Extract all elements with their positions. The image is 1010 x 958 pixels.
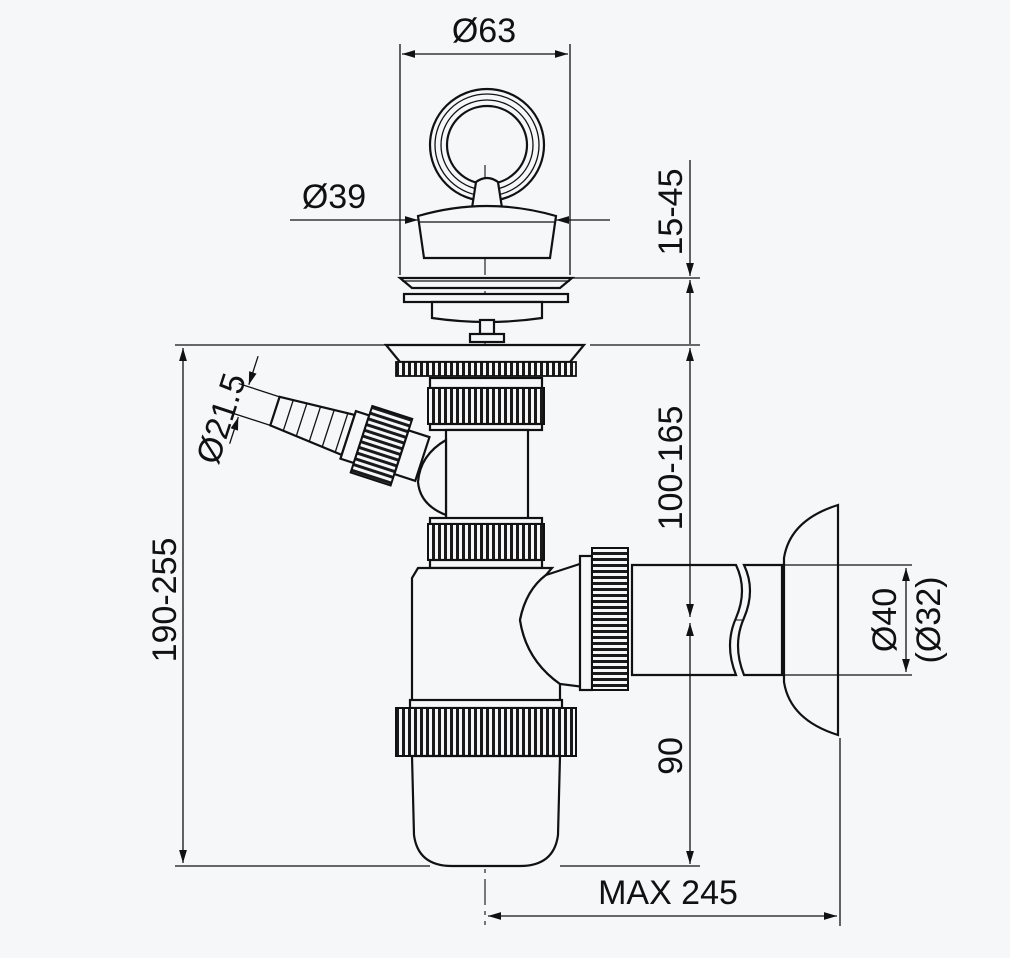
trap-body	[410, 558, 594, 710]
label-d63: Ø63	[452, 12, 516, 50]
stopper-plug	[416, 87, 558, 260]
middle-nut	[427, 516, 545, 570]
upper-nut	[427, 376, 545, 432]
label-max-245: MAX 245	[598, 874, 738, 912]
wall-rosette	[782, 503, 840, 737]
strainer-flange	[396, 276, 576, 344]
dimension-lines	[175, 44, 912, 926]
side-hose-inlet	[268, 395, 431, 487]
vertical-tube	[416, 428, 530, 524]
label-d40: Ø40	[866, 588, 904, 652]
label-190-255: 190-255	[146, 538, 184, 663]
label-15-45: 15-45	[652, 169, 690, 256]
bottom-cup	[410, 754, 562, 868]
top-bowl	[383, 343, 587, 377]
label-d32: (Ø32)	[910, 577, 948, 664]
bottom-nut	[395, 698, 577, 757]
outlet-nut	[578, 547, 629, 692]
label-d21-5: Ø21.5	[189, 369, 254, 469]
label-d39: Ø39	[302, 178, 366, 216]
outlet-pipe	[630, 563, 784, 677]
label-100-165: 100-165	[652, 406, 690, 531]
label-90: 90	[652, 737, 690, 775]
